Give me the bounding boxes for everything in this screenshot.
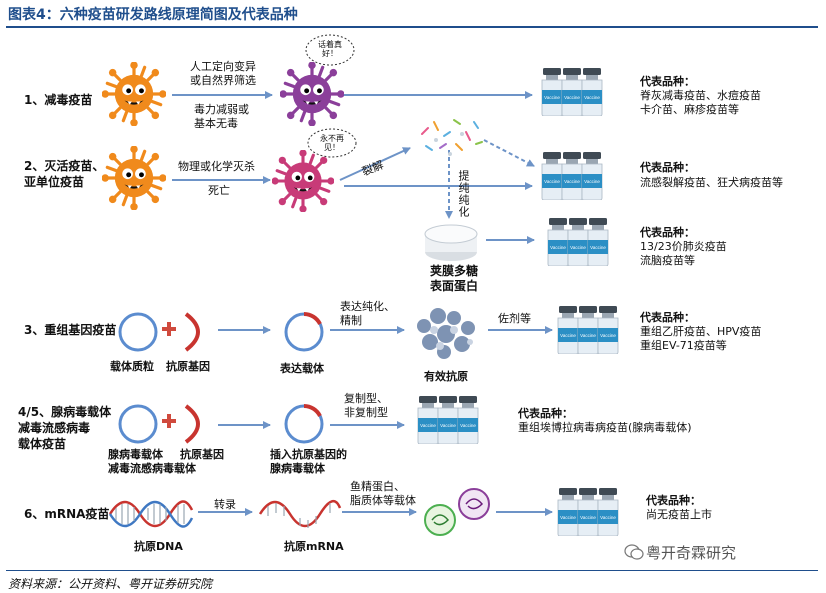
petri-dish-icon <box>424 224 478 261</box>
gene-fragment <box>184 312 200 352</box>
row4-insert-label: 插入抗原基因的 腺病毒载体 <box>270 448 347 475</box>
figure-title: 图表4：六种疫苗研发路线原理简图及代表品种 <box>8 7 298 23</box>
row4-gene-label: 抗原基因 <box>180 448 224 461</box>
row2-bubble-text: 永不再 见！ <box>320 134 344 152</box>
vaccine-vial-icon <box>417 396 479 444</box>
row3-step-label: 表达纯化、 精制 <box>340 300 395 327</box>
row6-mrna-label: 抗原mRNA <box>284 540 344 553</box>
row1-label: 1、减毒疫苗 <box>24 93 93 107</box>
row4-rep-body: 重组埃博拉病毒病疫苗(腺病毒载体) <box>518 421 692 434</box>
row3-label: 3、重组基因疫苗 <box>24 323 117 337</box>
row3-gene-label: 抗原基因 <box>166 360 210 373</box>
vaccine-vial-icon <box>557 306 619 354</box>
row4-label: 4/5、腺病毒载体 减毒流感病毒 载体疫苗 <box>18 405 112 451</box>
plasmid-ring-icon <box>118 404 200 444</box>
row3-rep-body: 重组乙肝疫苗、HPV疫苗 重组EV-71疫苗等 <box>640 325 762 352</box>
plasmid-ring-icon <box>284 404 324 444</box>
virus-fragments <box>421 119 483 156</box>
row1-bubble-text: 话着真 好！ <box>318 40 342 58</box>
speech-bubble <box>305 34 355 66</box>
row2-rep-title: 代表品种： <box>640 161 695 174</box>
plasmid-ring-icon <box>284 312 324 352</box>
row1-arrow-top-label: 人工定向变异 或自然界筛选 <box>190 60 256 87</box>
row2-arrow-bottom-label: 死亡 <box>208 184 230 197</box>
row1-rep-body: 脊灰减毒疫苗、水痘疫苗 卡介苗、麻疹疫苗等 <box>640 89 761 116</box>
speech-bubble <box>307 128 357 158</box>
wechat-icon <box>624 544 644 560</box>
row1-rep-title: 代表品种： <box>640 75 695 88</box>
title-divider <box>6 26 818 28</box>
row6-transcribe-label: 转录 <box>214 498 236 511</box>
row1-arrow-bottom-label: 毒力减弱或 基本无毒 <box>194 103 249 130</box>
gene-fragment <box>184 404 200 444</box>
row2-sub-rep-title: 代表品种： <box>640 226 695 239</box>
plus-icon <box>162 322 176 336</box>
row6-dna-label: 抗原DNA <box>134 540 183 553</box>
row2-sub-rep-body: 13/23价肺炎疫苗 流脑疫苗等 <box>640 240 727 267</box>
row3-plasmid-label: 载体质粒 <box>110 360 154 373</box>
row3-rep-title: 代表品种： <box>640 311 695 324</box>
row3-expr-label: 表达载体 <box>280 362 324 375</box>
plasmid-ring-icon <box>118 312 200 352</box>
row2-sub-label: 荚膜多糖 表面蛋白 <box>430 264 479 293</box>
row2-rep-body: 流感裂解疫苗、狂犬病疫苗等 <box>640 176 783 189</box>
row2-dashed-arrow <box>483 139 535 167</box>
watermark: 粤开奇霖研究 <box>646 544 737 562</box>
row2-arrow-top-label: 物理或化学灭杀 <box>178 160 255 173</box>
row6-step-label: 鱼精蛋白、 脂质体等载体 <box>350 480 416 507</box>
plus-icon <box>162 414 176 428</box>
row2-split-arrow <box>339 147 411 181</box>
row2-label: 2、灭活疫苗、 亚单位疫苗 <box>24 159 105 189</box>
row4-step-label: 复制型、 非复制型 <box>344 392 388 419</box>
protein-cluster-icon <box>417 308 475 359</box>
vaccine-vial-icon <box>557 488 619 536</box>
vaccine-vial-icon <box>541 68 603 116</box>
row2-purify-label: 提纯纯化 <box>457 170 470 218</box>
virus-icon <box>102 146 166 210</box>
vaccine-vial-icon <box>547 218 609 266</box>
footer-divider <box>6 570 818 571</box>
source-note: 资料来源：公开资料、粤开证券研究院 <box>8 577 213 591</box>
vaccine-vial-icon <box>541 152 603 200</box>
lipid-nanoparticle-icon <box>424 488 490 536</box>
row6-label: 6、mRNA疫苗 <box>24 507 110 521</box>
row3-antigen-label: 有效抗原 <box>424 370 468 383</box>
dna-helix-icon <box>258 500 342 528</box>
row6-rep-title: 代表品种： <box>646 494 701 507</box>
row6-rep-body: 尚无疫苗上市 <box>646 508 712 521</box>
row4-vector-label: 腺病毒载体 减毒流感病毒载体 <box>108 448 196 475</box>
row3-adj-label: 佐剂等 <box>498 312 531 325</box>
virus-icon <box>280 62 344 126</box>
row4-rep-title: 代表品种： <box>518 407 573 420</box>
dna-helix-icon <box>108 500 194 528</box>
